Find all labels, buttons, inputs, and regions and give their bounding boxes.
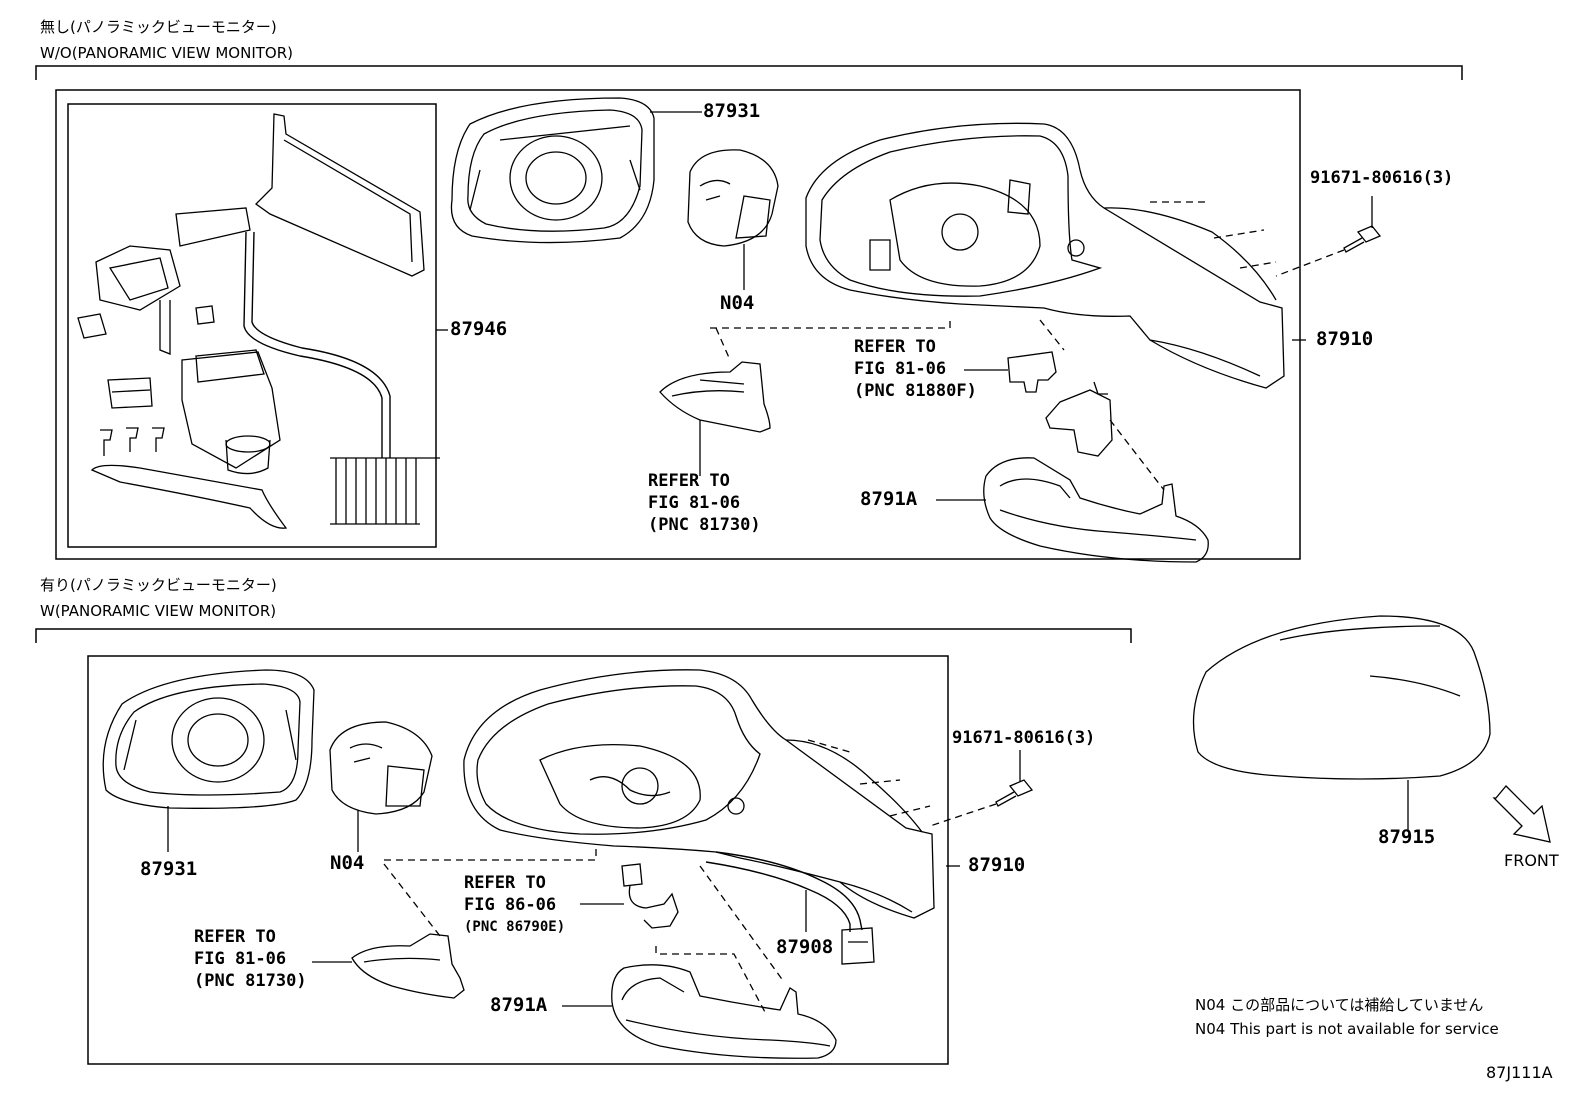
section-with-jp: 有り(パノラミックビューモニター) xyxy=(40,576,277,594)
bolt-top-drawing xyxy=(1344,226,1380,252)
dashed-bolt-top xyxy=(1276,250,1344,276)
figure-code: 87J111A xyxy=(1486,1063,1553,1082)
frame-bottom xyxy=(88,656,948,1064)
turn-lamp-top-drawing xyxy=(984,458,1209,562)
dashed-n04-bottom xyxy=(384,848,596,860)
dashed-lines-bottom-mirror xyxy=(808,740,930,816)
label-n04-top: N04 xyxy=(720,292,755,314)
bulb-socket-top-drawing xyxy=(1046,382,1112,456)
refer-81730-top[interactable]: REFER TO FIG 81-06 (PNC 81730) xyxy=(648,470,761,536)
frame-top-outer xyxy=(56,90,1300,559)
refer-81730-bottom-line2: FIG 81-06 xyxy=(194,949,287,969)
section-without-jp: 無し(パノラミックビューモニター) xyxy=(40,18,277,36)
wiring-harness-drawing xyxy=(78,114,440,524)
turn-lamp-bottom-drawing xyxy=(612,965,836,1058)
label-87908: 87908 xyxy=(776,936,834,958)
dashed-bulb-top xyxy=(1040,320,1164,490)
connector-86790e-drawing xyxy=(622,864,678,928)
label-87910-bottom: 87910 xyxy=(968,854,1026,876)
section-bracket-without xyxy=(36,66,1462,80)
refer-81730-bottom-line3: (PNC 81730) xyxy=(194,971,307,991)
actuator-top-drawing xyxy=(688,150,778,246)
mirror-cover-drawing xyxy=(1194,616,1491,779)
refer-81880f-line1: REFER TO xyxy=(854,337,936,357)
refer-81880f-line3: (PNC 81880F) xyxy=(854,381,977,401)
dashed-bolt-bottom xyxy=(930,804,996,826)
refer-86790e-line3: (PNC 86790E) xyxy=(464,919,566,935)
note-n04-en: N04 This part is not available for servi… xyxy=(1195,1020,1499,1038)
refer-81730-top-line1: REFER TO xyxy=(648,471,730,491)
section-without-en: W/O(PANORAMIC VIEW MONITOR) xyxy=(40,44,294,62)
label-bolt-bottom: 91671-80616(3) xyxy=(952,728,1096,748)
refer-81730-bottom-line1: REFER TO xyxy=(194,927,276,947)
label-87931-bottom: 87931 xyxy=(140,858,198,880)
refer-86790e[interactable]: REFER TO FIG 86-06 (PNC 86790E) xyxy=(464,872,565,938)
actuator-bottom-drawing xyxy=(330,722,432,814)
signal-bracket-bottom-drawing xyxy=(352,934,464,998)
label-87946: 87946 xyxy=(450,318,508,340)
mirror-housing-bottom-drawing xyxy=(464,670,934,918)
label-bolt-top: 91671-80616(3) xyxy=(1310,168,1454,188)
refer-81730-top-line2: FIG 81-06 xyxy=(648,493,741,513)
connector-81880f-drawing xyxy=(1008,352,1056,392)
mirror-glass-top-drawing xyxy=(451,98,654,243)
section-bracket-with xyxy=(36,629,1131,643)
frame-top-inner xyxy=(68,104,436,547)
label-87910-top: 87910 xyxy=(1316,328,1374,350)
label-87931-top: 87931 xyxy=(703,100,761,122)
label-8791a-bottom: 8791A xyxy=(490,994,548,1016)
dashed-to-bracket-top xyxy=(716,328,730,360)
mirror-glass-bottom-drawing xyxy=(103,670,314,808)
dashed-lines-top-mirror xyxy=(1150,202,1276,268)
dashed-n04-top xyxy=(710,316,950,328)
label-n04-bottom: N04 xyxy=(330,852,365,874)
dashed-n04-to-bracket xyxy=(384,864,440,936)
refer-81730-top-line3: (PNC 81730) xyxy=(648,515,761,535)
signal-bracket-top-drawing xyxy=(660,362,770,432)
refer-81880f-line2: FIG 81-06 xyxy=(854,359,947,379)
mirror-housing-top-drawing xyxy=(806,123,1284,388)
front-arrow xyxy=(1494,786,1550,842)
refer-81730-bottom[interactable]: REFER TO FIG 81-06 (PNC 81730) xyxy=(194,926,307,992)
dashed-bulb-bottom xyxy=(656,866,784,1014)
motor-drawing xyxy=(92,350,286,528)
label-87915: 87915 xyxy=(1378,826,1436,848)
bolt-bottom-drawing xyxy=(996,780,1032,806)
refer-86790e-line1: REFER TO xyxy=(464,873,546,893)
section-with-en: W(PANORAMIC VIEW MONITOR) xyxy=(40,602,277,620)
refer-86790e-line2: FIG 86-06 xyxy=(464,895,557,915)
note-n04-jp: N04 この部品については補給していません xyxy=(1195,996,1484,1014)
refer-81880f[interactable]: REFER TO FIG 81-06 (PNC 81880F) xyxy=(854,336,977,402)
label-front: FRONT xyxy=(1504,851,1559,870)
cable-87908-drawing xyxy=(706,852,874,964)
label-8791a-top: 8791A xyxy=(860,488,918,510)
